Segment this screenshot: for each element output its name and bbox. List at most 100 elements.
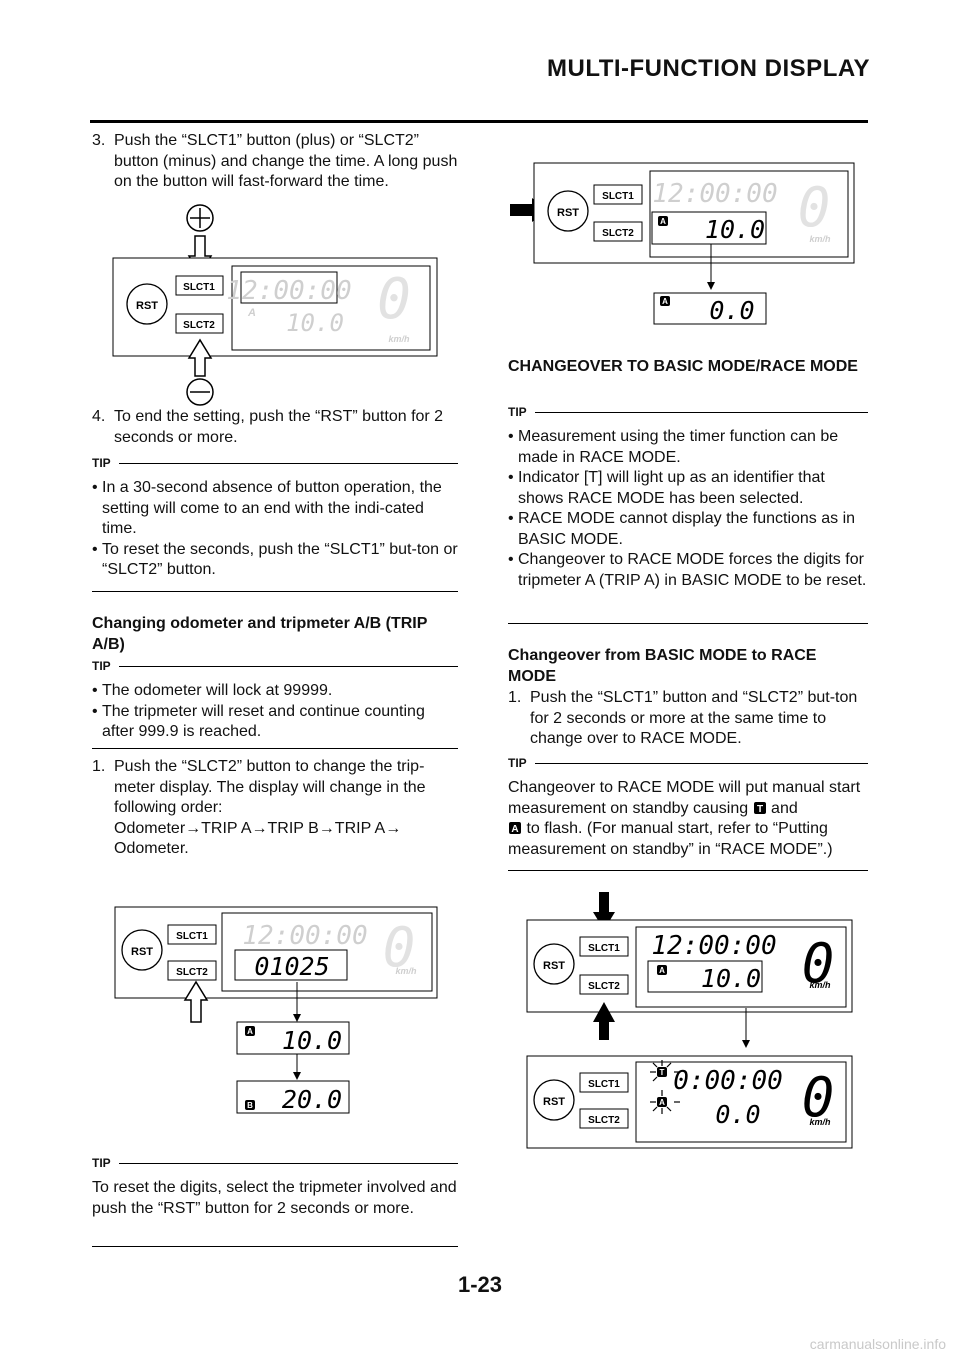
svg-text:0:00:00: 0:00:00 xyxy=(673,1066,783,1096)
trip-a-digits: 10.0 xyxy=(282,1026,342,1055)
svg-text:12:00:00: 12:00:00 xyxy=(652,179,777,209)
svg-text:0.0: 0.0 xyxy=(709,296,754,325)
page-number: 1-23 xyxy=(457,1272,503,1297)
step-text: Push the “SLCT2” button to change the tr… xyxy=(114,758,426,816)
svg-text:km/h: km/h xyxy=(809,1117,831,1127)
trip-b-digits: 20.0 xyxy=(282,1085,342,1114)
left-step-3: 3. Push the “SLCT1” button (plus) or “SL… xyxy=(92,131,458,193)
odometer-digits: 01025 xyxy=(254,952,329,981)
arrow-up-icon xyxy=(183,980,209,1023)
left-step-4: 4. To end the setting, push the “RST” bu… xyxy=(92,407,458,448)
step-text: Push the “SLCT1” button and “SLCT2” but-… xyxy=(530,689,858,747)
svg-text:0: 0 xyxy=(802,1066,835,1129)
tip-list: •In a 30-second absence of button operat… xyxy=(92,478,458,581)
clock-digits: 12:00:00 xyxy=(226,276,351,306)
step-number: 1. xyxy=(508,689,522,706)
step-text: To end the setting, push the “RST” butto… xyxy=(114,408,444,446)
svg-text:A: A xyxy=(247,307,256,319)
step-number: 3. xyxy=(92,132,106,149)
arrow-up-icon xyxy=(593,1002,615,1040)
svg-text:0: 0 xyxy=(798,176,831,239)
a-indicator-icon: A xyxy=(509,822,521,835)
svg-text:A: A xyxy=(659,1098,665,1107)
svg-text:km/h: km/h xyxy=(809,980,831,990)
section-title: CHANGEOVER TO BASIC MODE/RACE MODE xyxy=(508,358,858,375)
svg-text:SLCT1: SLCT1 xyxy=(602,191,634,202)
svg-text:SLCT2: SLCT2 xyxy=(588,1115,620,1126)
tip-heading: TIP xyxy=(92,456,458,470)
svg-text:0: 0 xyxy=(802,932,835,995)
plus-icon xyxy=(186,204,214,232)
tip-bullet: •Indicator [T] will light up as an ident… xyxy=(508,469,825,507)
figure-reset-trip: RST SLCT1 SLCT2 12:00:00 0 A 10.0 km/h A… xyxy=(510,162,855,325)
svg-text:A: A xyxy=(511,824,518,835)
header-rule xyxy=(90,120,868,123)
tip-bullet: •RACE MODE cannot display the functions … xyxy=(508,510,856,548)
svg-text:km/h: km/h xyxy=(809,234,831,244)
slct2-label: SLCT2 xyxy=(183,320,215,331)
section-title: Changing odometer and tripmeter A/B (TRI… xyxy=(92,615,428,653)
tip-bullet: •Measurement using the timer function ca… xyxy=(508,428,839,466)
tip-end-rule xyxy=(92,591,458,592)
svg-text:B: B xyxy=(247,1101,253,1110)
tip-bullet: •The tripmeter will reset and continue c… xyxy=(92,702,425,741)
flash-rays-a xyxy=(650,1090,680,1114)
tip-bullet: •Changeover to RACE MODE forces the digi… xyxy=(508,551,867,589)
figure-race-mode: RST SLCT1 SLCT2 12:00:00 0 A 10.0 km/h R… xyxy=(526,892,853,1149)
svg-text:A: A xyxy=(660,217,666,226)
svg-text:km/h: km/h xyxy=(388,334,410,344)
svg-text:10.0: 10.0 xyxy=(701,964,761,993)
right-step-1: 1. Push the “SLCT1” button and “SLCT2” b… xyxy=(508,688,868,750)
tip-end-rule xyxy=(508,623,868,624)
subsection-title: Changeover from BASIC MODE to RACE MODE xyxy=(508,647,817,685)
figure-set-time: RST SLCT1 SLCT2 12:00:00 0 A 10.0 km/h xyxy=(112,204,438,406)
svg-text:RST: RST xyxy=(543,960,565,972)
speed-digit: 0 xyxy=(377,267,411,332)
tip-bullet: •To reset the seconds, push the “SLCT1” … xyxy=(92,540,458,579)
svg-text:10.0: 10.0 xyxy=(286,309,344,337)
step-text: Push the “SLCT1” button (plus) or “SLCT2… xyxy=(114,132,458,190)
svg-text:km/h: km/h xyxy=(395,966,417,976)
tip-end-rule xyxy=(508,870,868,871)
step-number: 1. xyxy=(92,758,106,775)
svg-text:12:00:00: 12:00:00 xyxy=(242,921,367,951)
t-indicator-icon: T xyxy=(753,801,766,815)
svg-text:RST: RST xyxy=(557,207,579,219)
tip-end-rule xyxy=(92,748,458,749)
arrow-up-icon xyxy=(187,338,213,377)
svg-text:SLCT1: SLCT1 xyxy=(176,931,208,942)
tip-heading: TIP xyxy=(508,756,868,770)
svg-text:RST: RST xyxy=(131,946,153,958)
svg-text:T: T xyxy=(757,804,763,815)
svg-text:A: A xyxy=(662,297,668,306)
minus-icon xyxy=(186,378,214,406)
svg-text:12:00:00: 12:00:00 xyxy=(651,931,776,961)
flash-rays-t xyxy=(650,1060,680,1082)
svg-text:T: T xyxy=(660,1068,665,1077)
tip-bullet: •In a 30-second absence of button operat… xyxy=(92,479,442,537)
svg-text:0: 0 xyxy=(383,916,416,979)
tip-text: Changeover to RACE MODE will put manual … xyxy=(508,779,861,858)
svg-text:SLCT1: SLCT1 xyxy=(588,943,620,954)
rst-label: RST xyxy=(136,300,158,312)
tip-heading: TIP xyxy=(92,659,458,673)
step-number: 4. xyxy=(92,408,106,425)
tip-text: To reset the digits, select the tripmete… xyxy=(92,1179,457,1217)
page-title: MULTI-FUNCTION DISPLAY xyxy=(547,55,870,82)
tip-bullet: •The odometer will lock at 99999. xyxy=(92,682,333,699)
figure-trip-change: RST SLCT1 SLCT2 12:00:00 0 01025 km/h A … xyxy=(114,906,438,1114)
svg-text:SLCT2: SLCT2 xyxy=(588,981,620,992)
watermark: carmanualsonline.info xyxy=(809,1336,946,1352)
svg-text:SLCT1: SLCT1 xyxy=(588,1079,620,1090)
tip-end-rule xyxy=(92,1246,458,1247)
tip-list: •The odometer will lock at 99999. •The t… xyxy=(92,681,458,743)
svg-text:10.0: 10.0 xyxy=(705,215,765,244)
left-step-1: 1. Push the “SLCT2” button to change the… xyxy=(92,757,458,860)
svg-text:SLCT2: SLCT2 xyxy=(176,967,208,978)
svg-text:A: A xyxy=(659,966,665,975)
tip-heading: TIP xyxy=(92,1156,458,1170)
slct1-label: SLCT1 xyxy=(183,282,215,293)
svg-text:0.0: 0.0 xyxy=(715,1100,760,1129)
order-text: Odometer→TRIP A→TRIP B→TRIP A→ Odometer. xyxy=(114,819,402,858)
tip-list: •Measurement using the timer function ca… xyxy=(508,427,868,591)
